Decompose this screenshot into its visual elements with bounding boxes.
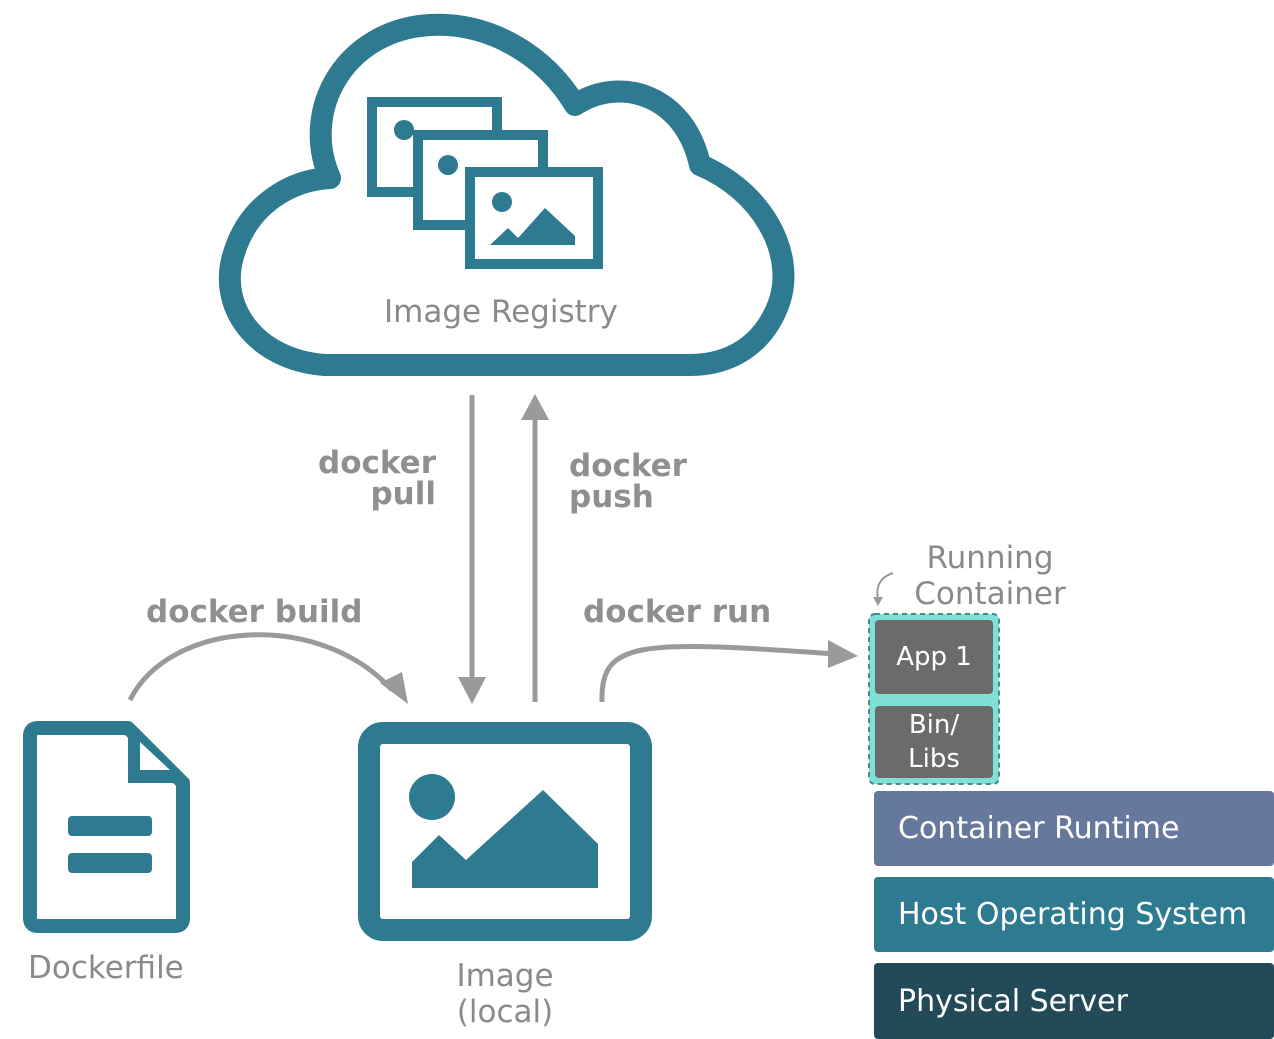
bins-line2: Libs [908, 744, 960, 774]
pull-label-line2: pull [370, 476, 436, 512]
running-container-line1: Running [926, 540, 1054, 576]
build-arrow [127, 632, 394, 702]
image-local-line2: (local) [456, 994, 554, 1030]
pull-label-line1: docker [318, 445, 436, 481]
image-local-line1: Image [456, 958, 554, 994]
app-box: App 1 [875, 620, 993, 694]
container-pointer-icon [876, 572, 894, 601]
pull-label: docker pull [290, 448, 436, 510]
push-label-line1: docker [569, 448, 687, 484]
image-icon [358, 722, 652, 941]
bins-line1: Bin/ [908, 710, 960, 740]
build-label: docker build [146, 594, 363, 630]
document-icon [23, 721, 190, 933]
host-os-label: Host Operating System [898, 897, 1248, 932]
bins-libs-box: Bin/ Libs [875, 706, 993, 778]
host-os-layer: Host Operating System [874, 877, 1274, 952]
running-container-line2: Container [914, 576, 1066, 612]
push-label: docker push [569, 451, 687, 513]
run-arrow [599, 643, 836, 703]
container-runtime-layer: Container Runtime [874, 791, 1274, 866]
container-runtime-label: Container Runtime [898, 811, 1180, 846]
push-label-line2: push [569, 479, 654, 515]
registry-images-icon [367, 97, 603, 269]
physical-server-layer: Physical Server [874, 963, 1274, 1039]
image-local-label: Image (local) [425, 958, 585, 1030]
dockerfile-label: Dockerfile [28, 950, 184, 986]
physical-server-label: Physical Server [898, 983, 1128, 1019]
registry-label: Image Registry [384, 294, 618, 330]
running-container-title: Running Container [900, 540, 1080, 612]
run-label: docker run [583, 594, 772, 630]
